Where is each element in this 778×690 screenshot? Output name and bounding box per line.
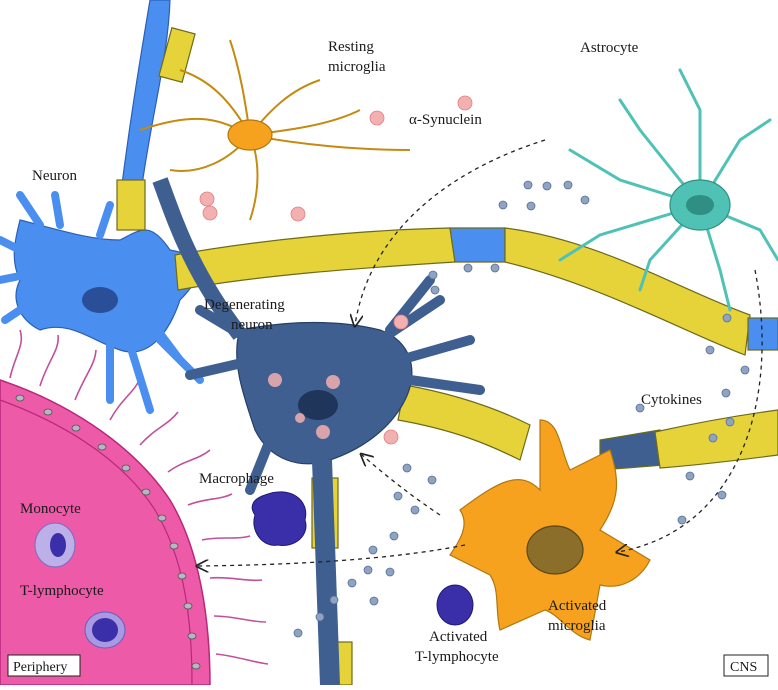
label-alpha-synuclein: α-Synuclein bbox=[409, 112, 482, 128]
astrocyte bbox=[558, 68, 778, 312]
label-t-lymphocyte: T-lymphocyte bbox=[20, 583, 104, 599]
degenerating-neuron bbox=[152, 177, 485, 686]
cytokine-dots bbox=[293, 180, 750, 638]
label-cns: CNS bbox=[730, 660, 757, 675]
blood-vessel bbox=[0, 329, 269, 686]
arrow-to-degenerating-neuron bbox=[355, 139, 546, 325]
region-cns: CNS bbox=[723, 654, 769, 677]
label-periphery: Periphery bbox=[13, 660, 67, 675]
label-cytokines: Cytokines bbox=[641, 392, 702, 408]
signaling-arrows bbox=[198, 139, 763, 566]
label-degenerating-neuron-1: Degenerating bbox=[204, 297, 285, 313]
arrow-microglia-to-neuron bbox=[362, 455, 441, 516]
resting-microglia bbox=[139, 39, 411, 221]
label-resting-microglia-2: microglia bbox=[328, 59, 386, 75]
label-activated-microglia-1: Activated bbox=[548, 598, 607, 614]
endothelial-nuclei bbox=[15, 394, 201, 670]
macrophage bbox=[251, 491, 307, 546]
label-activated-t-lymphocyte-2: T-lymphocyte bbox=[415, 649, 499, 665]
label-astrocyte: Astrocyte bbox=[580, 40, 639, 56]
alpha-synuclein-particles bbox=[199, 95, 473, 445]
label-neuron: Neuron bbox=[32, 168, 77, 184]
activated-microglia bbox=[449, 419, 651, 641]
label-macrophage: Macrophage bbox=[199, 471, 274, 487]
degenerating-nucleus bbox=[298, 390, 338, 420]
arrow-microglia-to-periphery bbox=[198, 544, 466, 566]
immune-cells bbox=[34, 491, 474, 649]
neuron bbox=[0, 0, 204, 414]
label-resting-microglia-1: Resting bbox=[328, 39, 374, 55]
neuron-nucleus bbox=[82, 287, 118, 313]
label-activated-microglia-2: microglia bbox=[548, 618, 606, 634]
region-periphery: Periphery bbox=[7, 654, 81, 677]
myelin-sheaths bbox=[116, 27, 778, 686]
activated-t-lymphocyte bbox=[436, 584, 474, 626]
synuclein-aggregates bbox=[268, 373, 340, 439]
label-degenerating-neuron-2: neuron bbox=[231, 317, 273, 333]
label-activated-t-lymphocyte-1: Activated bbox=[429, 629, 488, 645]
astrocyte-endfeet bbox=[9, 329, 269, 665]
label-monocyte: Monocyte bbox=[20, 501, 81, 517]
monocyte bbox=[34, 522, 76, 568]
labels: Resting microglia Astrocyte α-Synuclein … bbox=[20, 39, 702, 665]
arrow-to-activated-microglia bbox=[618, 269, 763, 552]
t-lymphocyte bbox=[84, 611, 126, 649]
